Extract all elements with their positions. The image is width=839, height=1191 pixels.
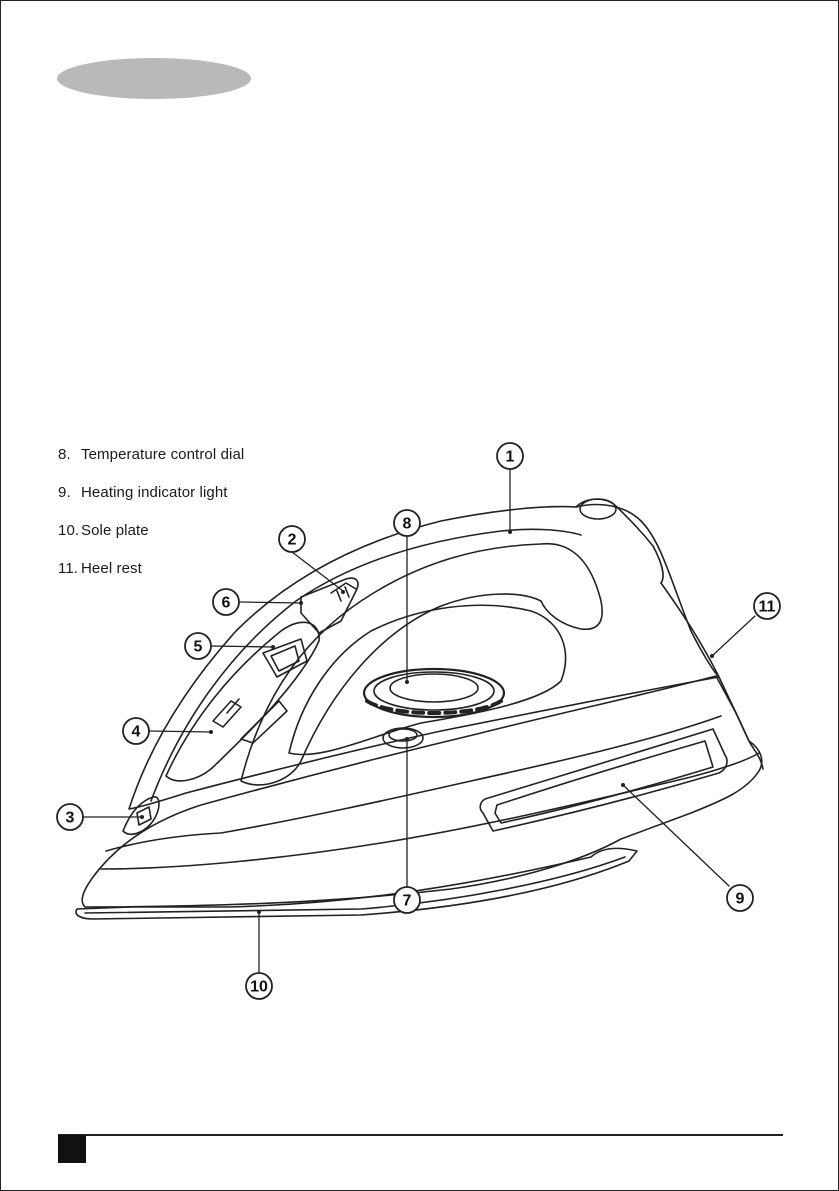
heating-indicator-window	[480, 729, 727, 831]
callout-label: 5	[194, 639, 203, 656]
steam-shot-button-icon	[383, 728, 423, 748]
callout-5: 5	[185, 633, 211, 659]
callout-10: 10	[246, 973, 272, 999]
handle-opening	[289, 605, 566, 754]
callout-1: 1	[497, 443, 523, 469]
callout-9: 9	[727, 885, 753, 911]
iron-base-stripe	[106, 716, 721, 851]
callout-label: 9	[736, 891, 745, 908]
callout-label: 6	[222, 595, 231, 612]
temperature-dial-center	[390, 674, 478, 702]
callout-label: 7	[403, 893, 412, 910]
iron-upper-housing-inner	[151, 529, 581, 801]
callout-7: 7	[394, 887, 420, 913]
footer-rule	[58, 1134, 783, 1136]
callout-label: 8	[403, 516, 412, 533]
callout-label: 3	[66, 810, 75, 827]
temperature-dial-ring	[374, 672, 494, 710]
footer-page-block	[58, 1135, 86, 1163]
callout-label: 10	[250, 979, 268, 996]
callout-label: 4	[132, 724, 141, 741]
callout-3: 3	[57, 804, 83, 830]
callout-4: 4	[123, 718, 149, 744]
iron-base-stripe-lower	[101, 753, 759, 869]
callout-label: 2	[288, 532, 297, 549]
rear-knob-icon	[580, 499, 616, 519]
callout-label: 1	[506, 449, 515, 466]
spray-nozzle-icon	[137, 807, 151, 825]
iron-handle	[241, 544, 602, 785]
callout-8: 8	[394, 510, 420, 536]
callout-2: 2	[279, 526, 305, 552]
sole-plate-edge	[85, 857, 625, 913]
steam-selector-slot	[241, 701, 287, 743]
callout-11: 11	[754, 593, 780, 619]
callout-6: 6	[213, 589, 239, 615]
heating-indicator-window-inner	[495, 741, 713, 823]
steam-selector-icon	[213, 699, 241, 727]
callout-label: 11	[759, 599, 776, 616]
